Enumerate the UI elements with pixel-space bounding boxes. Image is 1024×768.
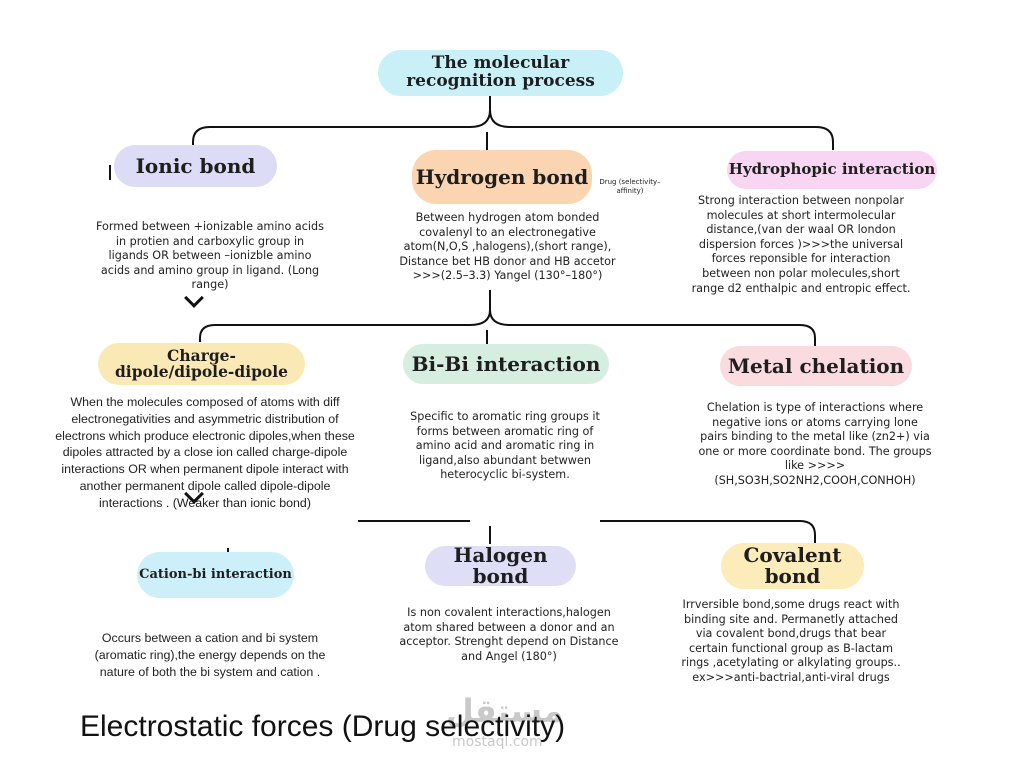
covalent-bond-description: Irrversible bond,some drugs react with b… — [681, 598, 901, 684]
connector-bottom-right — [600, 520, 816, 543]
node-cation-pi-interaction: Cation-bi interaction — [137, 552, 294, 598]
charge-dipole-description: When the molecules composed of atoms wit… — [55, 395, 355, 510]
root-node: The molecular recognition process — [378, 50, 623, 96]
connector-mid-branch-right — [489, 309, 816, 346]
cation-pi-interaction-description: Occurs between a cation and bi system (a… — [94, 631, 326, 679]
node-hydrophobic-interaction: Hydrophopic interaction — [727, 151, 937, 189]
ionic-bond-label: Ionic bond — [135, 153, 256, 178]
metal-chelation-label: Metal chelation — [727, 353, 905, 378]
footer-title: Electrostatic forces (Drug selectivity) — [80, 710, 566, 743]
hydrophobic-interaction-label: Hydrophopic interaction — [728, 160, 936, 179]
node-hydrogen-bond: Hydrogen bond — [412, 150, 592, 204]
watermark-arabic: مستقل — [446, 692, 564, 730]
halogen-bond-label: Halogen bond — [453, 543, 548, 588]
node-charge-dipole: Charge-dipole/dipole-dipole — [98, 343, 305, 385]
node-metal-chelation: Metal chelation — [720, 346, 912, 386]
metal-chelation-description: Chelation is type of interactions where … — [698, 401, 932, 487]
halogen-bond-description: Is non covalent interactions,halogen ato… — [399, 606, 619, 663]
node-ionic-bond: Ionic bond — [114, 145, 277, 187]
hydrophobic-interaction-description: Strong interaction between nonpolar mole… — [691, 194, 911, 295]
connector-root-branch-right — [489, 109, 834, 150]
covalent-bond-label: Covalent bond — [743, 543, 842, 588]
ionic-bond-description: Formed between +ionizable amino acids in… — [96, 220, 324, 292]
hydrogen-bond-note: Drug (selectivity–affinity) — [599, 178, 661, 195]
root-title: The molecular recognition process — [406, 53, 595, 91]
watermark-latin: mostaql.com — [452, 734, 543, 750]
pi-pi-interaction-label: Bi-Bi interaction — [411, 351, 601, 376]
pi-pi-interaction-description: Specific to aromatic ring groups it form… — [410, 410, 600, 482]
node-pi-pi-interaction: Bi-Bi interaction — [403, 344, 609, 384]
hydrogen-bond-description: Between hydrogen atom bonded covalenyl t… — [399, 211, 616, 283]
hydrogen-bond-label: Hydrogen bond — [415, 164, 589, 189]
cation-pi-interaction-label: Cation-bi interaction — [139, 567, 292, 583]
connector-mid-branch — [199, 290, 491, 342]
node-covalent-bond: Covalent bond — [721, 543, 864, 589]
connector-root-branch — [192, 96, 491, 150]
charge-dipole-label: Charge-dipole/dipole-dipole — [114, 345, 289, 381]
node-halogen-bond: Halogen bond — [425, 543, 576, 588]
